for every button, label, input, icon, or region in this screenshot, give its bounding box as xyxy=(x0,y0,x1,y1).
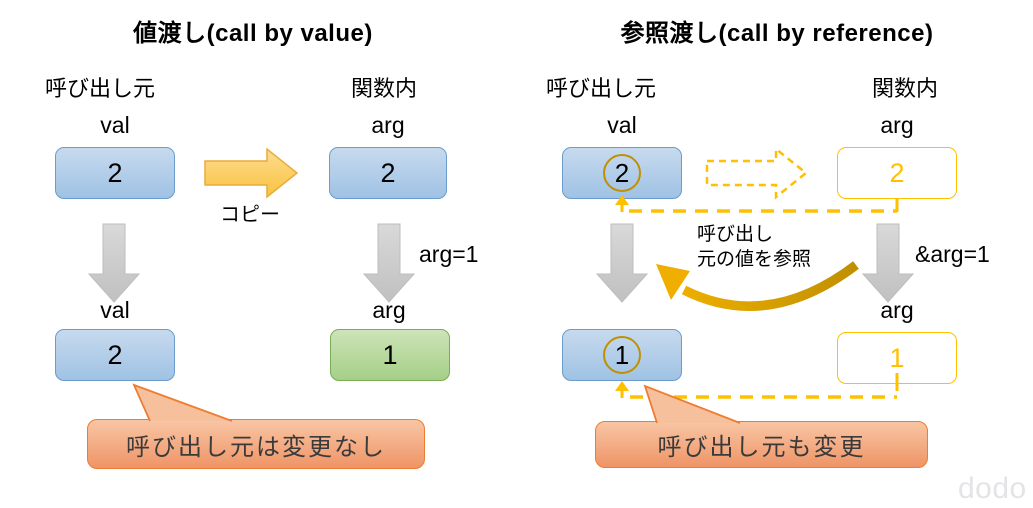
curved-arrow-head-icon xyxy=(656,264,690,300)
reference-note-line2: 元の値を参照 xyxy=(697,249,812,270)
left-callout-text: 呼び出し元は変更なし xyxy=(126,433,386,461)
gold-circle-highlight: 2 xyxy=(603,154,641,192)
right-top-val-box: 2 xyxy=(562,147,682,199)
right-top-val-label: val xyxy=(607,112,637,138)
right-assignment-label: &arg=1 xyxy=(915,241,990,267)
left-top-arg-box: 2 xyxy=(329,147,447,199)
right-bottom-arg-value: 1 xyxy=(889,342,905,373)
left-bottom-arg-label: arg xyxy=(372,297,406,323)
left-caller-heading: 呼び出し元 xyxy=(45,76,156,101)
reference-note: 呼び出し 元の値を参照 xyxy=(697,222,811,272)
left-top-arg-value: 2 xyxy=(380,157,396,188)
left-top-val-box: 2 xyxy=(55,147,175,199)
right-caller-heading: 呼び出し元 xyxy=(546,76,657,101)
left-callout: 呼び出し元は変更なし xyxy=(87,419,425,469)
right-bottom-arg-label: arg xyxy=(880,297,914,323)
left-top-arg-label: arg xyxy=(371,112,405,138)
right-top-val-value: 2 xyxy=(614,157,630,188)
left-function-heading: 関数内 xyxy=(351,76,418,101)
down-arrow-icon xyxy=(595,223,649,303)
down-arrow-icon xyxy=(362,223,416,303)
right-bottom-val-value: 1 xyxy=(614,339,630,370)
reference-note-line1: 呼び出し xyxy=(697,224,774,245)
call-by-value-title: 値渡し(call by value) xyxy=(133,20,373,47)
right-top-arg-label: arg xyxy=(880,112,914,138)
left-bottom-arg-value: 1 xyxy=(382,339,398,370)
left-callout-tail xyxy=(132,383,233,422)
left-bottom-val-box: 2 xyxy=(55,329,175,381)
right-bottom-val-box: 1 xyxy=(562,329,682,381)
gold-circle-highlight: 1 xyxy=(603,336,641,374)
left-top-val-value: 2 xyxy=(107,157,123,188)
copy-label: コピー xyxy=(220,204,280,226)
right-bottom-arg-box: 1 xyxy=(837,332,957,384)
up-arrow-icon xyxy=(615,381,629,391)
left-top-val-label: val xyxy=(100,112,130,138)
left-assignment-label: arg=1 xyxy=(419,241,479,267)
right-callout-text: 呼び出し元も変更 xyxy=(657,434,866,461)
watermark: dodo xyxy=(958,472,1027,505)
left-bottom-arg-box: 1 xyxy=(330,329,450,381)
right-callout: 呼び出し元も変更 xyxy=(595,421,928,468)
right-top-arg-box: 2 xyxy=(837,147,957,199)
down-arrow-icon xyxy=(87,223,141,303)
right-callout-tail xyxy=(643,384,741,424)
right-top-arg-value: 2 xyxy=(889,157,905,188)
left-bottom-val-label: val xyxy=(100,297,130,323)
call-by-reference-title: 参照渡し(call by reference) xyxy=(620,20,934,47)
right-function-heading: 関数内 xyxy=(872,76,939,101)
copy-right-arrow-icon xyxy=(204,147,299,199)
left-bottom-val-value: 2 xyxy=(107,339,123,370)
reference-dashed-arrow-icon xyxy=(705,146,809,200)
down-arrow-icon xyxy=(861,223,915,303)
